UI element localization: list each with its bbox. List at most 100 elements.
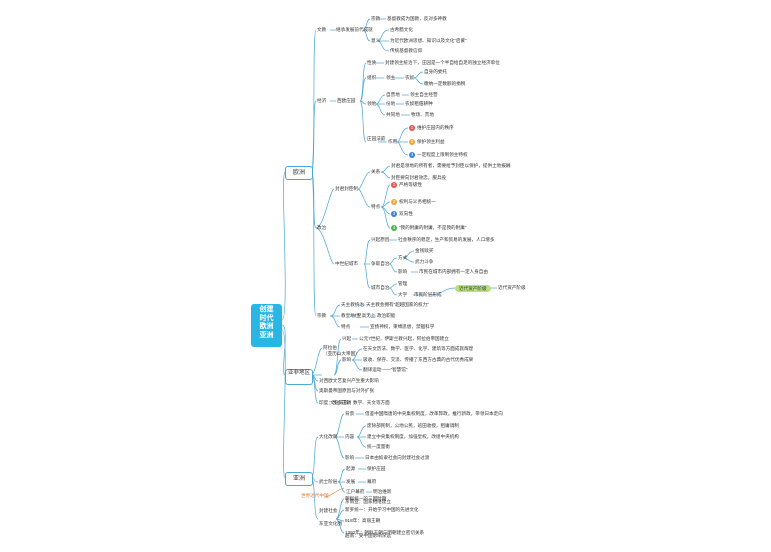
node-e42[interactable]: 社会秩序的稳定，生产和贸易的发展，人口增多 xyxy=(398,237,494,243)
node-e48[interactable]: 市民在城市内部拥有一定人身自由 xyxy=(419,269,488,275)
node-e44[interactable]: 方式 xyxy=(398,255,407,261)
node-s8[interactable]: 影响 xyxy=(345,455,354,461)
node-e60[interactable]: 天主教会拥有“超越国家的权力” xyxy=(366,302,429,308)
node-e24[interactable]: 牧场、荒地 xyxy=(411,112,434,118)
node-e35[interactable]: 特点 xyxy=(371,204,380,210)
node-s24[interactable]: 越南：受中国影响深远 xyxy=(345,533,391,539)
node-e39[interactable]: 4“我的附庸的附庸，不是我的附庸” xyxy=(391,225,466,231)
node-e54[interactable]: 近代资产阶级 xyxy=(498,285,526,291)
node-e21[interactable]: 份地 xyxy=(386,101,395,107)
node-a8[interactable]: 翻译运动——“智慧馆” xyxy=(363,367,407,373)
node-e6[interactable]: 古希腊文化 xyxy=(390,27,413,33)
node-a1[interactable]: 阿拉伯 xyxy=(323,345,337,351)
node-e45[interactable]: 金钱赎买 xyxy=(415,248,433,254)
node-e58[interactable]: 至高无上 xyxy=(357,313,375,319)
node-e13[interactable]: 组织 xyxy=(367,75,376,81)
node-s14[interactable]: 幕府 xyxy=(367,479,376,485)
node-e46[interactable]: 武力斗争 xyxy=(415,259,433,265)
node-a4[interactable]: 公元7世纪，伊斯兰教兴起，阿拉伯帝国建立 xyxy=(359,336,449,342)
node-e47[interactable]: 影响 xyxy=(398,269,407,275)
node-a6[interactable]: 在天文历法、数学、医学、化学、建筑等方面成就辉煌 xyxy=(363,346,473,352)
node-e12[interactable]: 封建领主统治下，庄园是一个半自给自足的独立经济单位 xyxy=(385,60,500,66)
node-e52[interactable]: 市民阶层形成 xyxy=(414,292,442,298)
node-e55[interactable]: 宗教 xyxy=(317,313,326,319)
node-s1[interactable]: 大化改新 xyxy=(319,434,337,440)
highlight-node[interactable]: 近代资产阶级 xyxy=(455,285,491,292)
node-e50[interactable]: 管理 xyxy=(398,281,407,287)
node-e9[interactable]: 经济 xyxy=(317,98,326,104)
node-a7[interactable]: 吸收、保存、交流、传播了东西方古典的古代优秀成果 xyxy=(363,357,473,363)
node-e18[interactable]: 领地 xyxy=(367,101,376,107)
node-e19[interactable]: 自营地 xyxy=(386,92,400,98)
node-e30[interactable]: 政治 xyxy=(317,225,326,231)
node-s17[interactable]: 封建社会 xyxy=(319,508,337,514)
node-e43[interactable]: 争取自治 xyxy=(371,261,389,267)
node-e16[interactable]: 自身的委托 xyxy=(424,69,447,75)
node-e59[interactable]: 特点 xyxy=(341,324,350,330)
node-e5[interactable]: 意义 xyxy=(371,38,380,44)
node-s4[interactable]: 废除部民制，公地公民，班田收授，租庸调制 xyxy=(367,423,459,429)
node-s10[interactable]: 武士阶层 xyxy=(319,479,337,485)
node-e4[interactable]: 基督教成为国教，反对多神教 xyxy=(387,16,447,22)
branch-asia[interactable]: 亚洲 xyxy=(285,472,313,486)
node-s20[interactable]: 918年：高丽王朝 xyxy=(345,518,380,524)
node-s12[interactable]: 保护庄园 xyxy=(367,466,385,472)
node-e3[interactable]: 宗教 xyxy=(371,16,380,22)
node-s19[interactable]: 新罗统一：开始学习中国的先进文化 xyxy=(345,507,419,513)
node-e23[interactable]: 共同地 xyxy=(386,112,400,118)
node-a2[interactable]: （亚历山大帝国） xyxy=(323,351,360,357)
node-e1[interactable]: 文教 xyxy=(317,27,326,33)
node-e40[interactable]: 中世纪城市 xyxy=(335,261,358,267)
node-s2[interactable]: 背景 xyxy=(345,411,354,417)
node-s9[interactable]: 日本由奴隶社会向封建社会过渡 xyxy=(365,455,429,461)
node-a10[interactable]: 奥斯曼帝国原因与对外扩张 xyxy=(319,388,374,394)
node-e57[interactable]: 教皇地位 xyxy=(341,313,359,319)
node-a9[interactable]: 对西欧文艺复兴产生重大影响 xyxy=(319,378,379,384)
node-e51[interactable]: 大学 xyxy=(398,292,407,298)
node-e20[interactable]: 领主自主经营 xyxy=(410,92,438,98)
node-e10[interactable]: 西欧庄园 xyxy=(337,98,355,104)
node-e15[interactable]: 农奴 xyxy=(405,75,414,81)
node-s23[interactable]: 东南亚：国家相继建立 xyxy=(345,499,391,505)
node-e7[interactable]: 为近代欧洲思想、知识以及文化“启蒙” xyxy=(390,38,467,44)
node-s21[interactable]: 1392年：朝鲜王朝与明朝建立密切关系 xyxy=(345,530,424,536)
node-e41[interactable]: 兴起原因 xyxy=(371,237,389,243)
node-e31[interactable]: 封君封臣制 xyxy=(335,186,358,192)
node-e22[interactable]: 农奴租佃耕种 xyxy=(405,101,433,107)
root-node[interactable]: 创建时代欧洲亚洲 xyxy=(251,304,282,347)
node-s13[interactable]: 发展 xyxy=(346,479,355,485)
node-e34[interactable]: 封臣要向封君效忠，服兵役 xyxy=(391,175,446,181)
node-e33[interactable]: 封君是领地的所有者，需要给予封臣以保护，提供土地报酬 xyxy=(391,163,510,169)
node-a5[interactable]: 影响 xyxy=(342,357,351,363)
node-e14[interactable]: 领主 xyxy=(386,75,395,81)
node-a12[interactable]: 文化成就：数学、天文等方面 xyxy=(330,400,390,406)
node-s7[interactable]: 统一度量衡 xyxy=(367,444,390,450)
node-e62[interactable]: 宣扬神权，束缚思想，禁锢科学 xyxy=(370,324,434,330)
node-s11[interactable]: 起源 xyxy=(346,466,355,472)
node-s3[interactable]: 借鉴中国隋唐的中央集权制度，改革弊政，推行新政，带领日本走向 xyxy=(365,411,503,417)
node-e2[interactable]: 继承发展前代成就 xyxy=(336,27,373,33)
node-e32[interactable]: 关系 xyxy=(371,169,380,175)
node-e26[interactable]: 作用 xyxy=(388,139,397,145)
branch-europe[interactable]: 欧洲 xyxy=(285,166,313,180)
node-a3[interactable]: 兴起 xyxy=(342,336,351,342)
node-s6[interactable]: 建立中央集权制度，加强皇权，改组中央机构 xyxy=(367,434,459,440)
node-s5[interactable]: 内容 xyxy=(345,434,354,440)
node-a11[interactable]: 印度：笈多王朝 xyxy=(319,400,351,406)
node-e49[interactable]: 城市自治 xyxy=(371,285,389,291)
node-e61[interactable]: 政治职能 xyxy=(377,313,395,319)
node-s15[interactable]: 江户幕府 xyxy=(346,489,364,495)
node-e56[interactable]: 天主教统治 xyxy=(341,302,364,308)
node-e25[interactable]: 庄园法庭 xyxy=(367,136,385,142)
node-e8[interactable]: 传统基督教信仰 xyxy=(390,48,422,54)
node-e17[interactable]: 缴纳一定数额的捐税 xyxy=(424,81,465,87)
branch-asia-africa[interactable]: 亚非地区 xyxy=(285,369,313,385)
node-s16[interactable]: 明治维新 xyxy=(373,489,391,495)
node-e11[interactable]: 性质 xyxy=(367,60,376,66)
